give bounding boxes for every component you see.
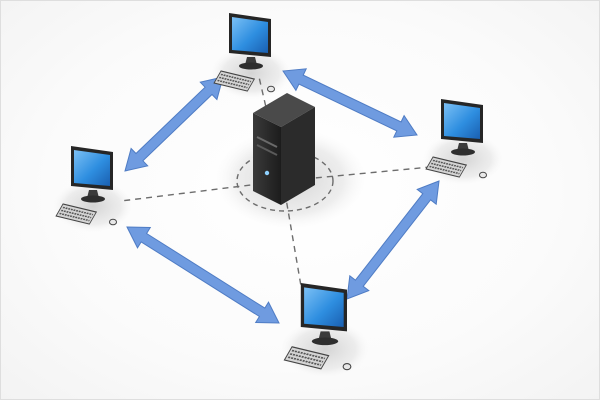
keyboard-keys	[430, 162, 462, 172]
server-ring	[236, 150, 334, 212]
dashed-link-bottom	[282, 180, 302, 287]
monitor-base	[451, 148, 475, 156]
mouse	[109, 218, 117, 226]
monitor-base	[239, 62, 263, 70]
keyboard-keys	[291, 349, 326, 360]
keyboard-keys	[287, 356, 322, 366]
keyboard	[283, 346, 330, 370]
server-drive-bay	[256, 136, 278, 148]
keyboard-keys	[218, 76, 250, 86]
arrow-top-right	[282, 68, 418, 138]
monitor-screen	[232, 17, 268, 53]
mouse	[267, 85, 275, 93]
server-power-led	[264, 170, 270, 176]
keyboard	[213, 70, 256, 92]
dashed-link-top	[258, 76, 284, 182]
keyboard	[55, 203, 98, 225]
arrow-left-bottom	[126, 226, 280, 324]
keyboard-keys	[60, 209, 92, 219]
desktop-computer-icon	[213, 13, 275, 93]
server-drive-bay	[256, 144, 278, 156]
mouse	[342, 362, 352, 371]
arrow-right-bottom	[346, 180, 440, 300]
server	[253, 93, 315, 205]
ground-shadows	[53, 47, 503, 378]
monitor-base	[81, 195, 105, 203]
keyboard-body	[283, 346, 330, 370]
monitor-screen	[304, 287, 344, 327]
monitor-screen	[444, 103, 480, 139]
monitor-base	[311, 337, 339, 346]
mouse	[479, 171, 487, 179]
peer-arrows	[124, 68, 440, 324]
desktop-computer-icon	[283, 283, 352, 371]
server-front	[253, 113, 281, 205]
server-top	[253, 93, 315, 127]
keyboard-keys	[59, 212, 90, 222]
workstations	[55, 13, 487, 371]
arrow-top-left	[124, 76, 224, 172]
desktop-computer-icon	[425, 99, 487, 179]
keyboard	[425, 156, 468, 178]
server-side	[281, 107, 315, 205]
keyboard-keys	[217, 79, 248, 89]
desktop-computer-icon	[55, 146, 117, 226]
monitor-screen	[74, 150, 110, 186]
keyboard-keys	[429, 165, 460, 175]
